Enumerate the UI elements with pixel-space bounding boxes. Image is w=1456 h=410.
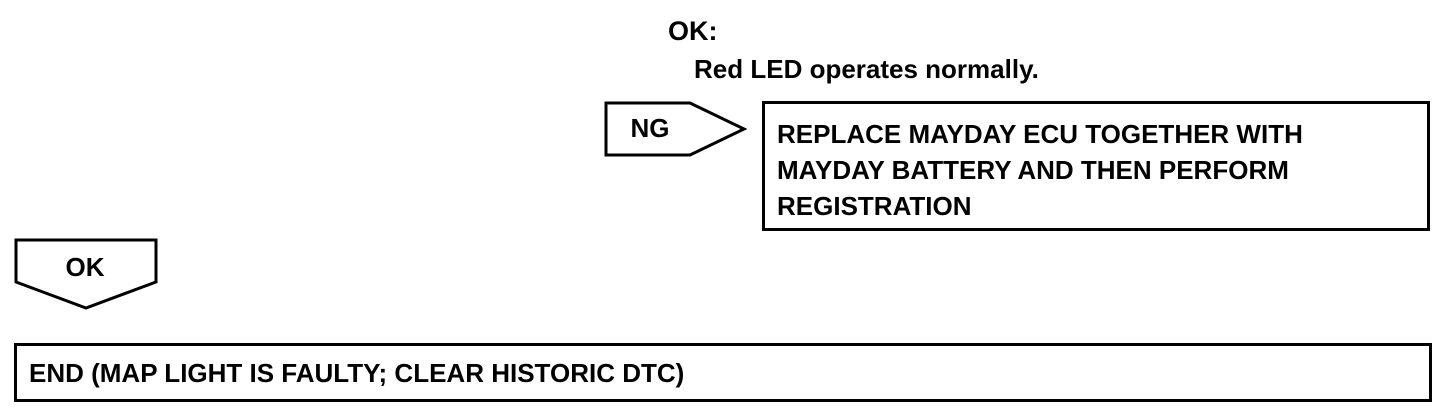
ok-arrow-shape xyxy=(14,238,158,310)
ng-action-line-2: MAYDAY BATTERY AND THEN PERFORM xyxy=(777,155,1289,185)
ng-action-line-1: REPLACE MAYDAY ECU TOGETHER WITH xyxy=(777,119,1303,149)
end-step-box: END (MAP LIGHT IS FAULTY; CLEAR HISTORIC… xyxy=(14,343,1432,402)
ng-arrow-shape xyxy=(604,101,748,157)
ng-branch-label: NG xyxy=(630,113,670,143)
ok-branch-label: OK xyxy=(65,252,105,282)
ng-action-box: REPLACE MAYDAY ECU TOGETHER WITH MAYDAY … xyxy=(762,101,1430,231)
end-step-text: END (MAP LIGHT IS FAULTY; CLEAR HISTORIC… xyxy=(29,358,685,388)
ok-criteria-title: OK: xyxy=(668,16,718,46)
ok-criteria-text: Red LED operates normally. xyxy=(694,54,1039,84)
ng-action-line-3: REGISTRATION xyxy=(777,191,972,221)
